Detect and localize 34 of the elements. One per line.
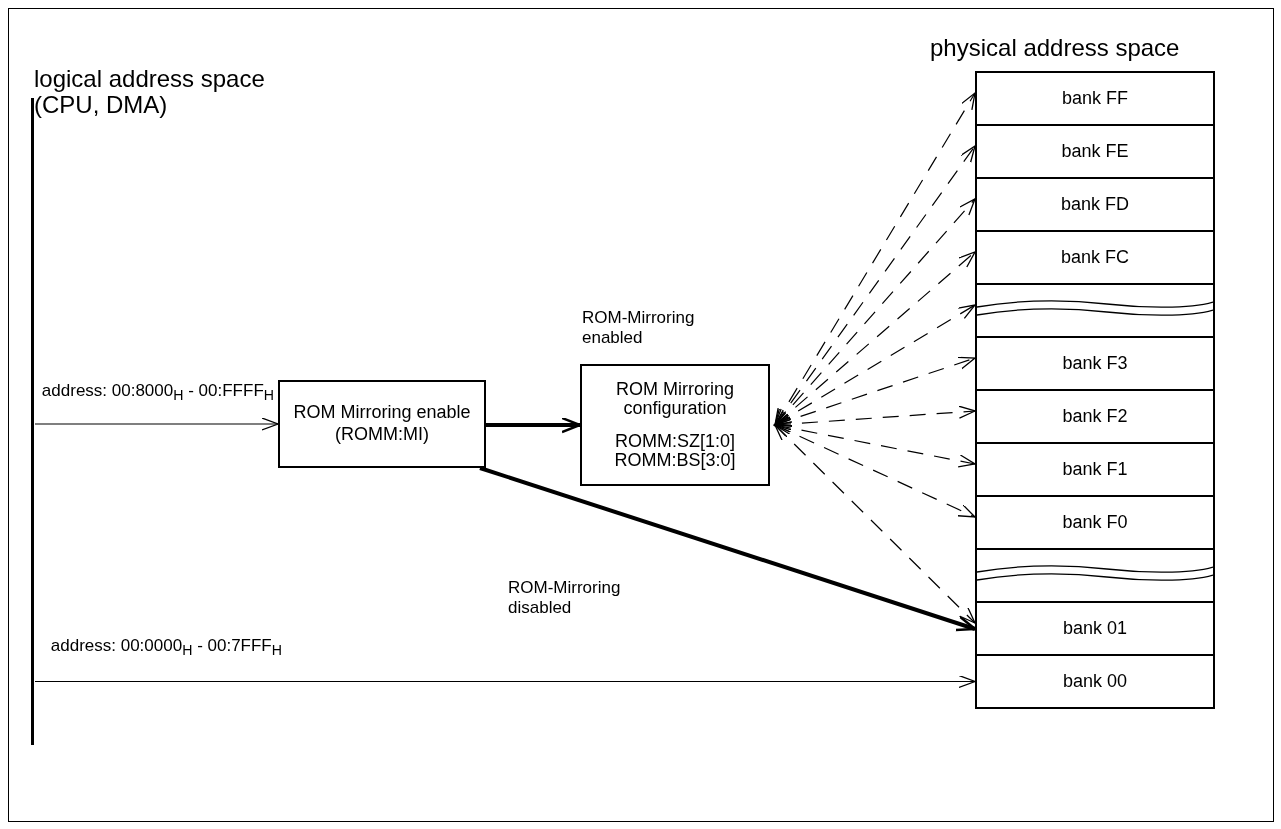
process-box [278, 380, 486, 468]
dashed-arrow [774, 421, 976, 468]
dashed-arrow [774, 356, 976, 427]
bank-row: bank 01 [975, 601, 1215, 656]
arrow [479, 466, 977, 632]
dashed-arrow [774, 424, 976, 624]
edge-label: ROM-Mirroring disabled [508, 578, 622, 618]
bank-row: bank F1 [975, 442, 1215, 497]
bank-row: bank F0 [975, 495, 1215, 550]
bank-row: bank FF [975, 71, 1215, 126]
edge-label: address: 00:8000$_{H}$ - 00:FFFF$_{H}$ [40, 380, 274, 406]
arrow [486, 416, 582, 434]
heading: logical address space (CPU, DMA) [34, 66, 266, 119]
dashed-arrow [774, 424, 976, 518]
register-text: ROMM:SZ[1:0] ROMM:BS[3:0] [613, 432, 737, 470]
arrow [34, 417, 279, 431]
box-title: ROM Mirroring configuration [615, 380, 735, 418]
caption-text: ROM-Mirroring enabled [582, 308, 696, 348]
gap-row [975, 283, 1215, 338]
gap-row [975, 548, 1215, 603]
bank-row: bank FE [975, 124, 1215, 179]
dashed-arrow [774, 198, 976, 426]
bank-row: bank FD [975, 177, 1215, 232]
heading: physical address space [930, 34, 1180, 62]
bank-row: bank F2 [975, 389, 1215, 444]
arrow [34, 674, 976, 689]
bank-row: bank 00 [975, 654, 1215, 709]
dashed-arrow [774, 304, 976, 426]
bank-row: bank F3 [975, 336, 1215, 391]
process-box [580, 364, 770, 486]
box-title: ROM Mirroring enable (ROMM:MI) [292, 402, 472, 446]
edge-label: address: 00:0000$_{H}$ - 00:7FFF$_{H}$ [49, 635, 282, 661]
bank-row: bank FC [975, 230, 1215, 285]
dashed-arrow [774, 405, 976, 431]
